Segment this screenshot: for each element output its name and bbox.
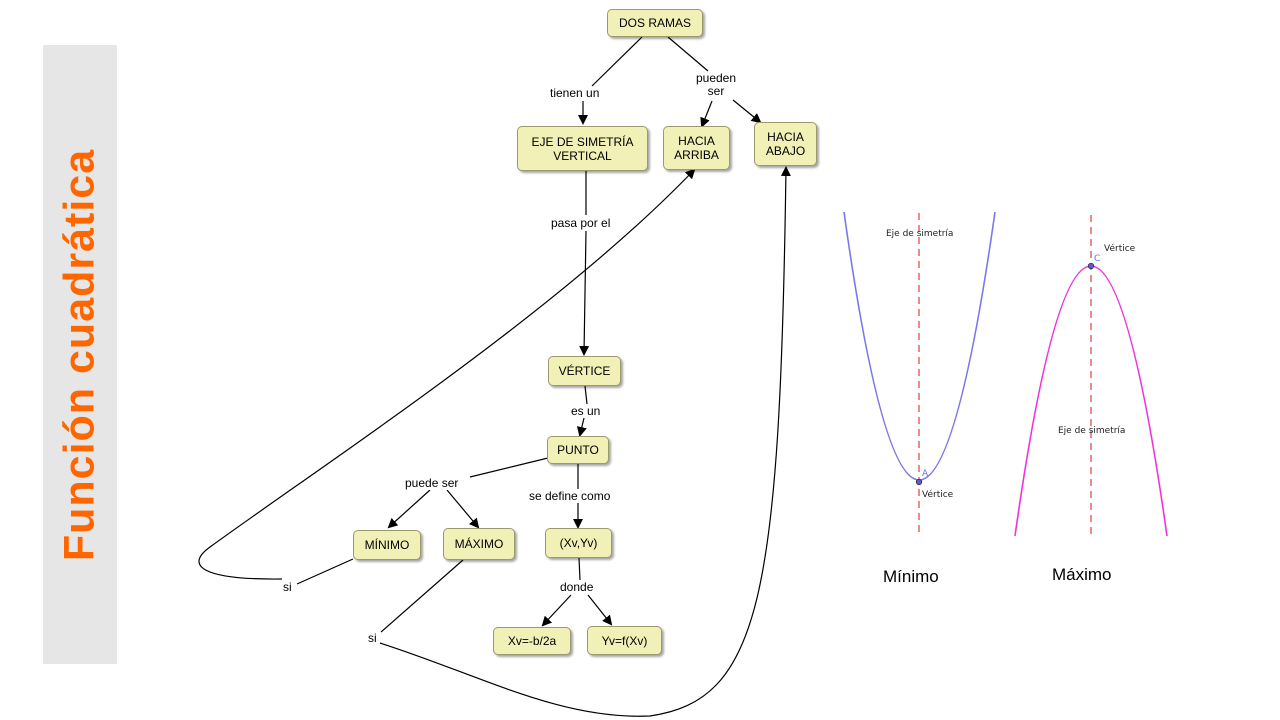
node-maximo[interactable]: MÁXIMO [443, 528, 515, 560]
connector-puedeser-minimo [387, 489, 431, 529]
link-pueden-ser: pueden ser [691, 72, 741, 98]
link-si-maximo: si [368, 631, 377, 645]
connector-punto-puedeser [469, 457, 549, 478]
title-sidebar: Función cuadrática [43, 45, 117, 664]
connector-dosramas-puedenser [667, 36, 709, 72]
vertex-point-a [915, 478, 923, 486]
connector-puedenser-abajo [732, 99, 762, 124]
connector-donde-yv [587, 594, 613, 626]
node-hacia-arriba[interactable]: HACIA ARRIBA [663, 126, 730, 170]
vertex-point-c [1087, 262, 1095, 270]
connector-vertice-esun [584, 385, 588, 405]
connector-maximo-si [380, 559, 464, 633]
link-puede-ser: puede ser [405, 476, 459, 490]
node-minimo[interactable]: MÍNIMO [353, 530, 421, 560]
node-xv-yv[interactable]: (Xv,Yv) [545, 528, 612, 558]
graph-maximo: Vértice C Eje de simetría [1014, 215, 1168, 537]
vertex-label-maximo: Vértice [1104, 243, 1136, 254]
node-xv[interactable]: Xv=-b/2a [493, 627, 571, 655]
node-yv[interactable]: Yv=f(Xv) [587, 626, 662, 655]
node-punto[interactable]: PUNTO [547, 436, 609, 464]
caption-maximo: Máximo [1052, 565, 1112, 584]
connector-pasaporel-vertice [579, 230, 590, 356]
connector-si-hacia-abajo [379, 166, 791, 717]
node-hacia-abajo[interactable]: HACIA ABAJO [754, 122, 817, 166]
node-eje-simetria[interactable]: EJE DE SIMETRÍA VERTICAL [517, 126, 648, 171]
link-si-minimo: si [283, 580, 292, 594]
link-pasa-por-el: pasa por el [551, 216, 611, 230]
graph-minimo: Eje de simetría A Vértice [843, 211, 996, 535]
node-vertice[interactable]: VÉRTICE [548, 356, 621, 386]
connector-puedeser-maximo [446, 489, 480, 529]
connector-dosramas-tienenun [591, 36, 643, 87]
axis-label-maximo: Eje de simetría [1058, 426, 1125, 436]
axis-label-minimo: Eje de simetría [886, 229, 953, 239]
link-es-un: es un [571, 404, 601, 418]
point-letter-c: C [1094, 254, 1100, 264]
caption-minimo: Mínimo [883, 567, 939, 586]
link-donde: donde [560, 580, 594, 594]
link-tienen-un: tienen un [550, 86, 600, 100]
node-dos-ramas[interactable]: DOS RAMAS [607, 9, 703, 37]
vertex-label-minimo: Vértice [922, 489, 954, 500]
connector-esun-punto [576, 417, 587, 437]
link-se-define-como: se define como [529, 489, 611, 503]
connector-puedenser-arriba [700, 100, 713, 128]
connector-donde-xv [541, 594, 572, 627]
connector-si-hacia-arriba [198, 168, 696, 580]
connector-minimo-si [296, 558, 354, 585]
connector-xvyv-donde [578, 557, 581, 581]
point-letter-a: A [922, 469, 929, 479]
